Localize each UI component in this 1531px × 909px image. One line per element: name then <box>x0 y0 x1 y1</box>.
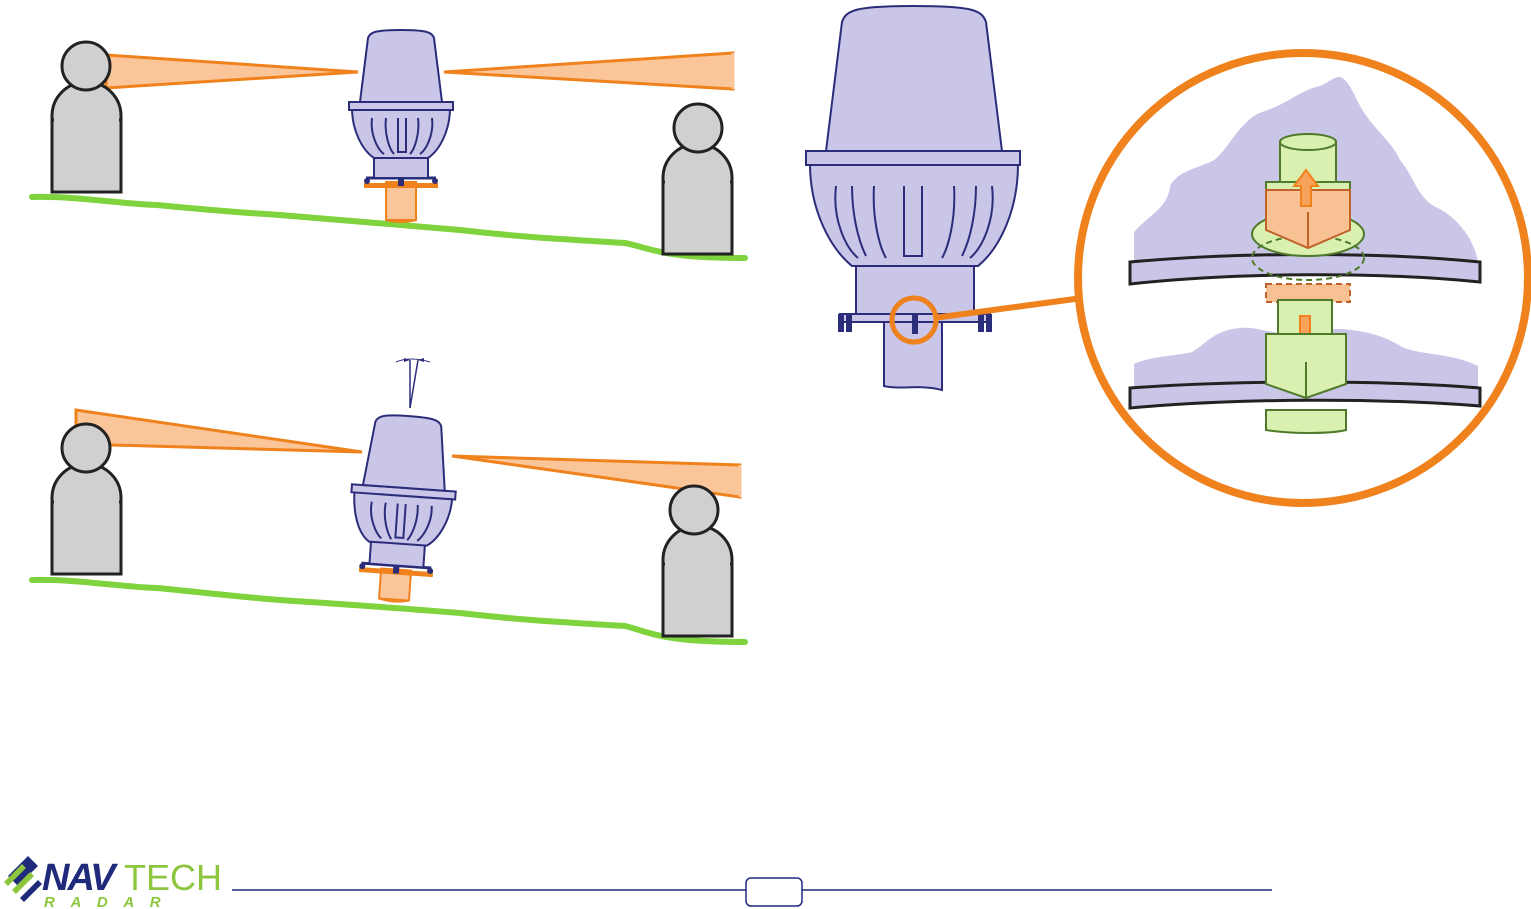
logo-subtitle: R A D A R <box>44 894 167 909</box>
radar-unit-level <box>349 30 453 222</box>
observer-left <box>52 42 121 192</box>
page-number-tab <box>746 878 802 906</box>
logo-brand-light: TECH <box>124 857 222 898</box>
beam-left <box>106 55 358 88</box>
observer-right-tilted <box>663 486 732 636</box>
scene-tilted-radar <box>32 358 745 642</box>
navtech-logo: NAV TECH R A D A R <box>4 856 222 909</box>
logo-brand-bold: NAV <box>42 857 118 899</box>
footer <box>232 878 1272 906</box>
radar-unit-large <box>806 6 1020 390</box>
observer-right <box>663 104 732 254</box>
observer-left-tilted <box>52 424 121 574</box>
tilt-angle-indicator <box>396 358 430 408</box>
logo-mark-icon <box>4 856 42 902</box>
beam-right <box>444 53 733 89</box>
beam-left-tilted <box>76 410 362 452</box>
radar-unit-tilted <box>344 412 461 605</box>
scene-level-radar <box>32 30 745 258</box>
